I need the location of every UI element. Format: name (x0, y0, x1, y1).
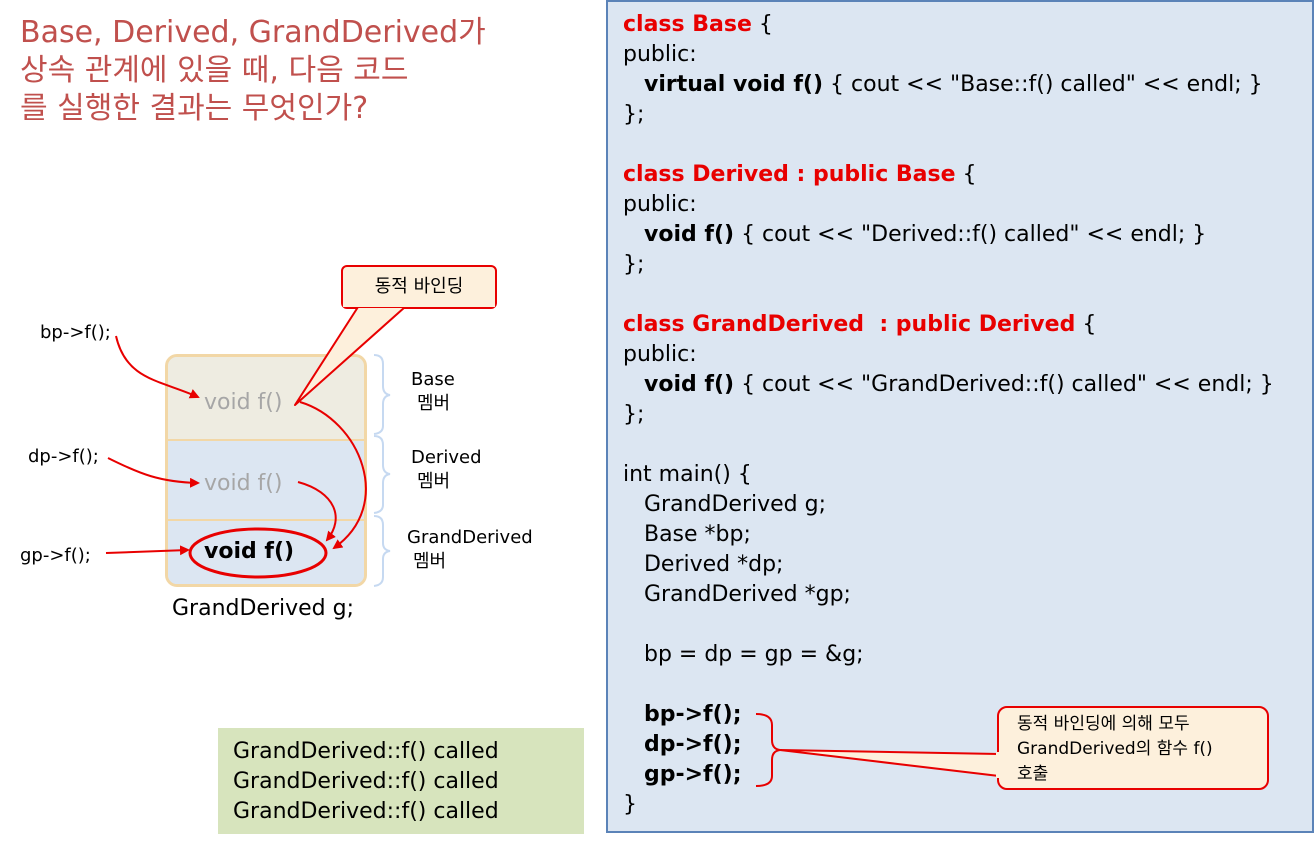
code-line: class Base { (623, 10, 1312, 40)
grandderived-member-function: void f() (204, 539, 295, 564)
grandderived-member-label-suffix: 멤버 (413, 551, 447, 572)
grandderived-class-decl: class GrandDerived : public Derived (623, 312, 1076, 337)
base-member-label-name: Base (411, 369, 455, 390)
code-line: class GrandDerived : public Derived { (623, 310, 1312, 340)
grandderived-f-signature: void f() (643, 372, 735, 397)
code-line: public: (623, 342, 697, 367)
derived-member-label: Derived 멤버 (411, 446, 482, 494)
code-line: dp->f(); (623, 730, 1312, 760)
callout-line: 호출 (1017, 764, 1049, 784)
code-line: public: (623, 42, 697, 67)
dynamic-binding-callout: 동적 바인딩 (341, 265, 497, 309)
code-line: class Derived : public Base { (623, 160, 1312, 190)
main-statement: GrandDerived *gp; (643, 582, 851, 607)
code-line: public: (623, 192, 697, 217)
base-f-body: { cout << "Base::f() called" << endl; } (823, 72, 1263, 97)
output-line: GrandDerived::f() called (233, 799, 499, 824)
derived-brace (373, 435, 391, 514)
assign-statement: bp = dp = gp = &g; (643, 642, 864, 667)
gp-call-label: gp->f(); (20, 545, 91, 566)
question-title: Base, Derived, GrandDerived가 상속 관계에 있을 때… (20, 14, 580, 128)
main-statement: Base *bp; (643, 522, 751, 547)
callout-line: 동적 바인딩에 의해 모두 (1017, 714, 1190, 734)
bp-call-label: bp->f(); (40, 322, 111, 343)
grandderived-member-label: GrandDerived 멤버 (407, 526, 533, 574)
question-line: 를 실행한 결과는 무엇인가? (20, 91, 369, 126)
all-calls-callout: 동적 바인딩에 의해 모두 GrandDerived의 함수 f() 호출 (997, 706, 1269, 790)
derived-class-brace: { (955, 162, 977, 187)
code-blank-line (623, 670, 1312, 700)
main-statement: Derived *dp; (643, 552, 784, 577)
code-panel: class Base { public: virtual void f() { … (606, 0, 1314, 833)
object-caption: GrandDerived g; (172, 596, 355, 621)
grandderived-class-brace: { (1075, 312, 1097, 337)
code-line: } (623, 792, 637, 817)
code-blank-line (623, 130, 1312, 160)
callout-line: GrandDerived의 함수 f() (1017, 739, 1213, 759)
bp-call-statement: bp->f(); (643, 702, 742, 727)
code-blank-line (623, 610, 1312, 640)
code-line: Base *bp; (623, 520, 1312, 550)
question-line: 상속 관계에 있을 때, 다음 코드 (20, 53, 409, 88)
code-line: gp->f(); (623, 760, 1312, 790)
base-class-brace: { (751, 12, 773, 37)
grandderived-member-label-name: GrandDerived (407, 527, 533, 548)
code-line: virtual void f() { cout << "Base::f() ca… (623, 70, 1312, 100)
code-blank-line (623, 280, 1312, 310)
grandderived-f-body: { cout << "GrandDerived::f() called" << … (734, 372, 1274, 397)
derived-class-decl: class Derived : public Base (623, 162, 956, 187)
output-box: GrandDerived::f() called GrandDerived::f… (218, 728, 584, 834)
base-member-function: void f() (204, 390, 283, 415)
code-line: bp->f(); (623, 700, 1312, 730)
code-line: }; (623, 252, 645, 277)
base-brace (373, 354, 391, 435)
derived-member-section: void f() (168, 439, 364, 519)
question-line: Base, Derived, GrandDerived가 (20, 15, 486, 50)
grandderived-object-box: void f() void f() void f() (165, 354, 367, 587)
dp-call-statement: dp->f(); (643, 732, 742, 757)
base-class-decl: class Base (623, 12, 752, 37)
output-line: GrandDerived::f() called (233, 739, 499, 764)
derived-f-signature: void f() (643, 222, 735, 247)
main-statement: GrandDerived g; (643, 492, 826, 517)
dp-call-label: dp->f(); (28, 446, 99, 467)
code-blank-line (623, 430, 1312, 460)
code-line: GrandDerived *gp; (623, 580, 1312, 610)
code-line: void f() { cout << "Derived::f() called"… (623, 220, 1312, 250)
code-line: Derived *dp; (623, 550, 1312, 580)
code-line: void f() { cout << "GrandDerived::f() ca… (623, 370, 1312, 400)
gp-call-statement: gp->f(); (643, 762, 742, 787)
base-member-section: void f() (168, 357, 364, 439)
code-line: bp = dp = gp = &g; (623, 640, 1312, 670)
derived-member-label-name: Derived (411, 447, 482, 468)
base-f-signature: virtual void f() (643, 72, 824, 97)
derived-member-function: void f() (204, 471, 283, 496)
grandderived-member-section: void f() (168, 519, 364, 584)
output-line: GrandDerived::f() called (233, 769, 499, 794)
code-line: }; (623, 102, 645, 127)
code-line: GrandDerived g; (623, 490, 1312, 520)
grandderived-brace (373, 515, 391, 587)
base-member-label: Base 멤버 (411, 368, 455, 416)
derived-member-label-suffix: 멤버 (417, 471, 451, 492)
code-line: }; (623, 402, 645, 427)
code-line: int main() { (623, 462, 752, 487)
derived-f-body: { cout << "Derived::f() called" << endl;… (734, 222, 1207, 247)
base-member-label-suffix: 멤버 (417, 393, 451, 414)
